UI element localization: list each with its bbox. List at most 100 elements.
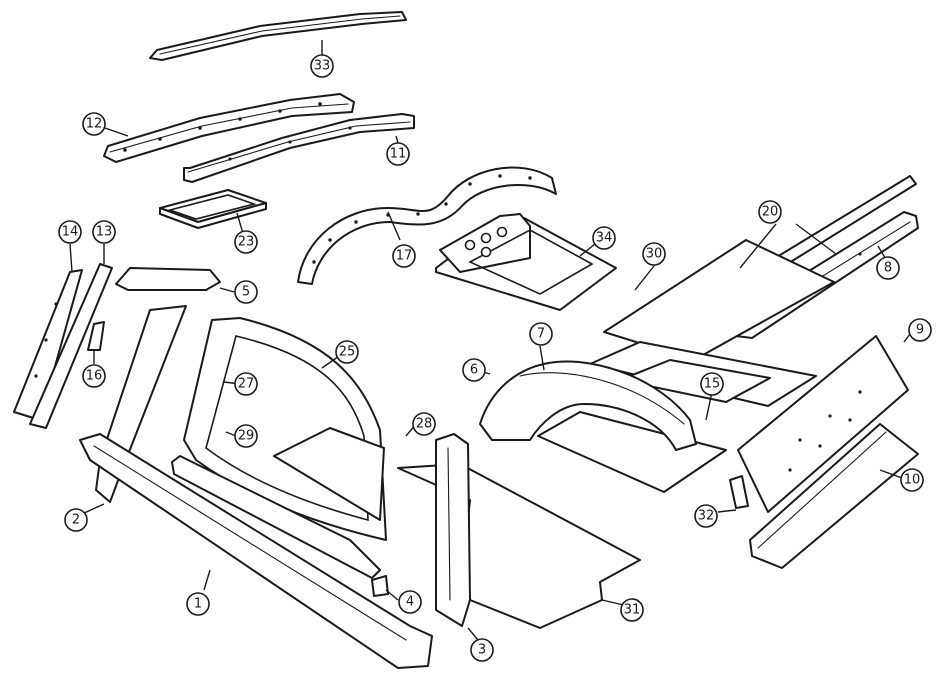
- callout-circle: [900, 468, 924, 492]
- part-34-panel: [435, 213, 617, 311]
- callout-28: 28: [412, 412, 436, 436]
- callout-circle: [335, 340, 359, 364]
- callout-29: 29: [234, 424, 258, 448]
- callout-circle: [908, 318, 932, 342]
- part-12-front-rail: [103, 93, 355, 163]
- callout-circle: [758, 200, 782, 224]
- callout-8: 8: [876, 256, 900, 280]
- callout-circle: [58, 220, 82, 244]
- callout-23: 23: [234, 230, 258, 254]
- callout-circle: [398, 590, 422, 614]
- callout-4: 4: [398, 590, 422, 614]
- callout-number: 3: [478, 643, 486, 658]
- callout-circle: [82, 112, 106, 136]
- callout-circle: [700, 372, 724, 396]
- part-5-trim-strip: [115, 267, 221, 291]
- callout-34: 34: [592, 226, 616, 250]
- callout-circle: [186, 592, 210, 616]
- callout-16: 16: [82, 364, 106, 388]
- callout-circle: [642, 242, 666, 266]
- callout-number: 27: [238, 377, 255, 392]
- callout-25: 25: [335, 340, 359, 364]
- callout-number: 23: [238, 235, 255, 250]
- callout-number: 12: [86, 117, 103, 132]
- part-1-front-crossmember: [79, 433, 433, 669]
- part-17-wheel-arch-strip: [297, 166, 557, 285]
- callout-circle: [694, 504, 718, 528]
- callout-number: 28: [416, 417, 433, 432]
- callout-number: 10: [904, 473, 921, 488]
- callout-number: 13: [96, 225, 113, 240]
- callout-number: 33: [314, 59, 331, 74]
- callout-number: 14: [62, 225, 79, 240]
- callout-7: 7: [529, 322, 553, 346]
- callout-number: 16: [86, 369, 103, 384]
- callout-2: 2: [64, 508, 88, 532]
- callout-number: 31: [624, 603, 641, 618]
- callout-circle: [386, 142, 410, 166]
- callout-number: 6: [470, 363, 478, 378]
- callout-number: 17: [396, 249, 413, 264]
- callout-1: 1: [186, 592, 210, 616]
- callout-number: 1: [194, 597, 202, 612]
- part-3-b-post: [435, 433, 471, 627]
- callout-27: 27: [234, 372, 258, 396]
- callout-number: 8: [884, 261, 892, 276]
- callout-number: 9: [916, 323, 924, 338]
- callout-17: 17: [392, 244, 416, 268]
- callout-circle: [92, 220, 116, 244]
- callout-number: 29: [238, 429, 255, 444]
- callout-circle: [82, 364, 106, 388]
- part-28-toe-board: [273, 427, 385, 521]
- callout-number: 5: [242, 285, 250, 300]
- callout-6: 6: [462, 358, 486, 382]
- callout-number: 11: [390, 147, 407, 162]
- callout-12: 12: [82, 112, 106, 136]
- callout-number: 20: [762, 205, 779, 220]
- callout-14: 14: [58, 220, 82, 244]
- callout-30: 30: [642, 242, 666, 266]
- callout-33: 33: [310, 54, 334, 78]
- callout-circle: [234, 230, 258, 254]
- part-15-floor-panels: [537, 341, 817, 493]
- callout-31: 31: [620, 598, 644, 622]
- callout-number: 25: [339, 345, 356, 360]
- callout-circle: [392, 244, 416, 268]
- part-9-rear-panel: [737, 335, 909, 513]
- part-23-tray: [159, 189, 267, 229]
- callout-number: 15: [704, 377, 721, 392]
- callout-circle: [234, 372, 258, 396]
- callout-circle: [620, 598, 644, 622]
- callout-11: 11: [386, 142, 410, 166]
- part-29-scuttle-rail: [171, 455, 381, 579]
- callout-circle: [412, 412, 436, 436]
- callout-5: 5: [234, 280, 258, 304]
- callout-3: 3: [470, 638, 494, 662]
- part-7-wheel-arch: [479, 360, 697, 451]
- callout-circle: [876, 256, 900, 280]
- callout-number: 4: [406, 595, 414, 610]
- callout-number: 30: [646, 247, 663, 262]
- part-33-roof-rail: [149, 11, 407, 61]
- callout-13: 13: [92, 220, 116, 244]
- callout-15: 15: [700, 372, 724, 396]
- callout-circle: [470, 638, 494, 662]
- part-16-bracket: [87, 321, 105, 351]
- callout-10: 10: [900, 468, 924, 492]
- callout-number: 34: [596, 231, 613, 246]
- callout-circle: [234, 280, 258, 304]
- part-11-rear-rail: [183, 113, 415, 183]
- callout-number: 2: [72, 513, 80, 528]
- callout-9: 9: [908, 318, 932, 342]
- part-32-bracket: [729, 475, 749, 509]
- callout-number: 7: [537, 327, 545, 342]
- part-4-small-block: [371, 575, 389, 597]
- callout-circle: [592, 226, 616, 250]
- part-13-pillar: [29, 263, 113, 429]
- callout-32: 32: [694, 504, 718, 528]
- callout-number: 32: [698, 509, 715, 524]
- callout-circle: [234, 424, 258, 448]
- callout-circle: [64, 508, 88, 532]
